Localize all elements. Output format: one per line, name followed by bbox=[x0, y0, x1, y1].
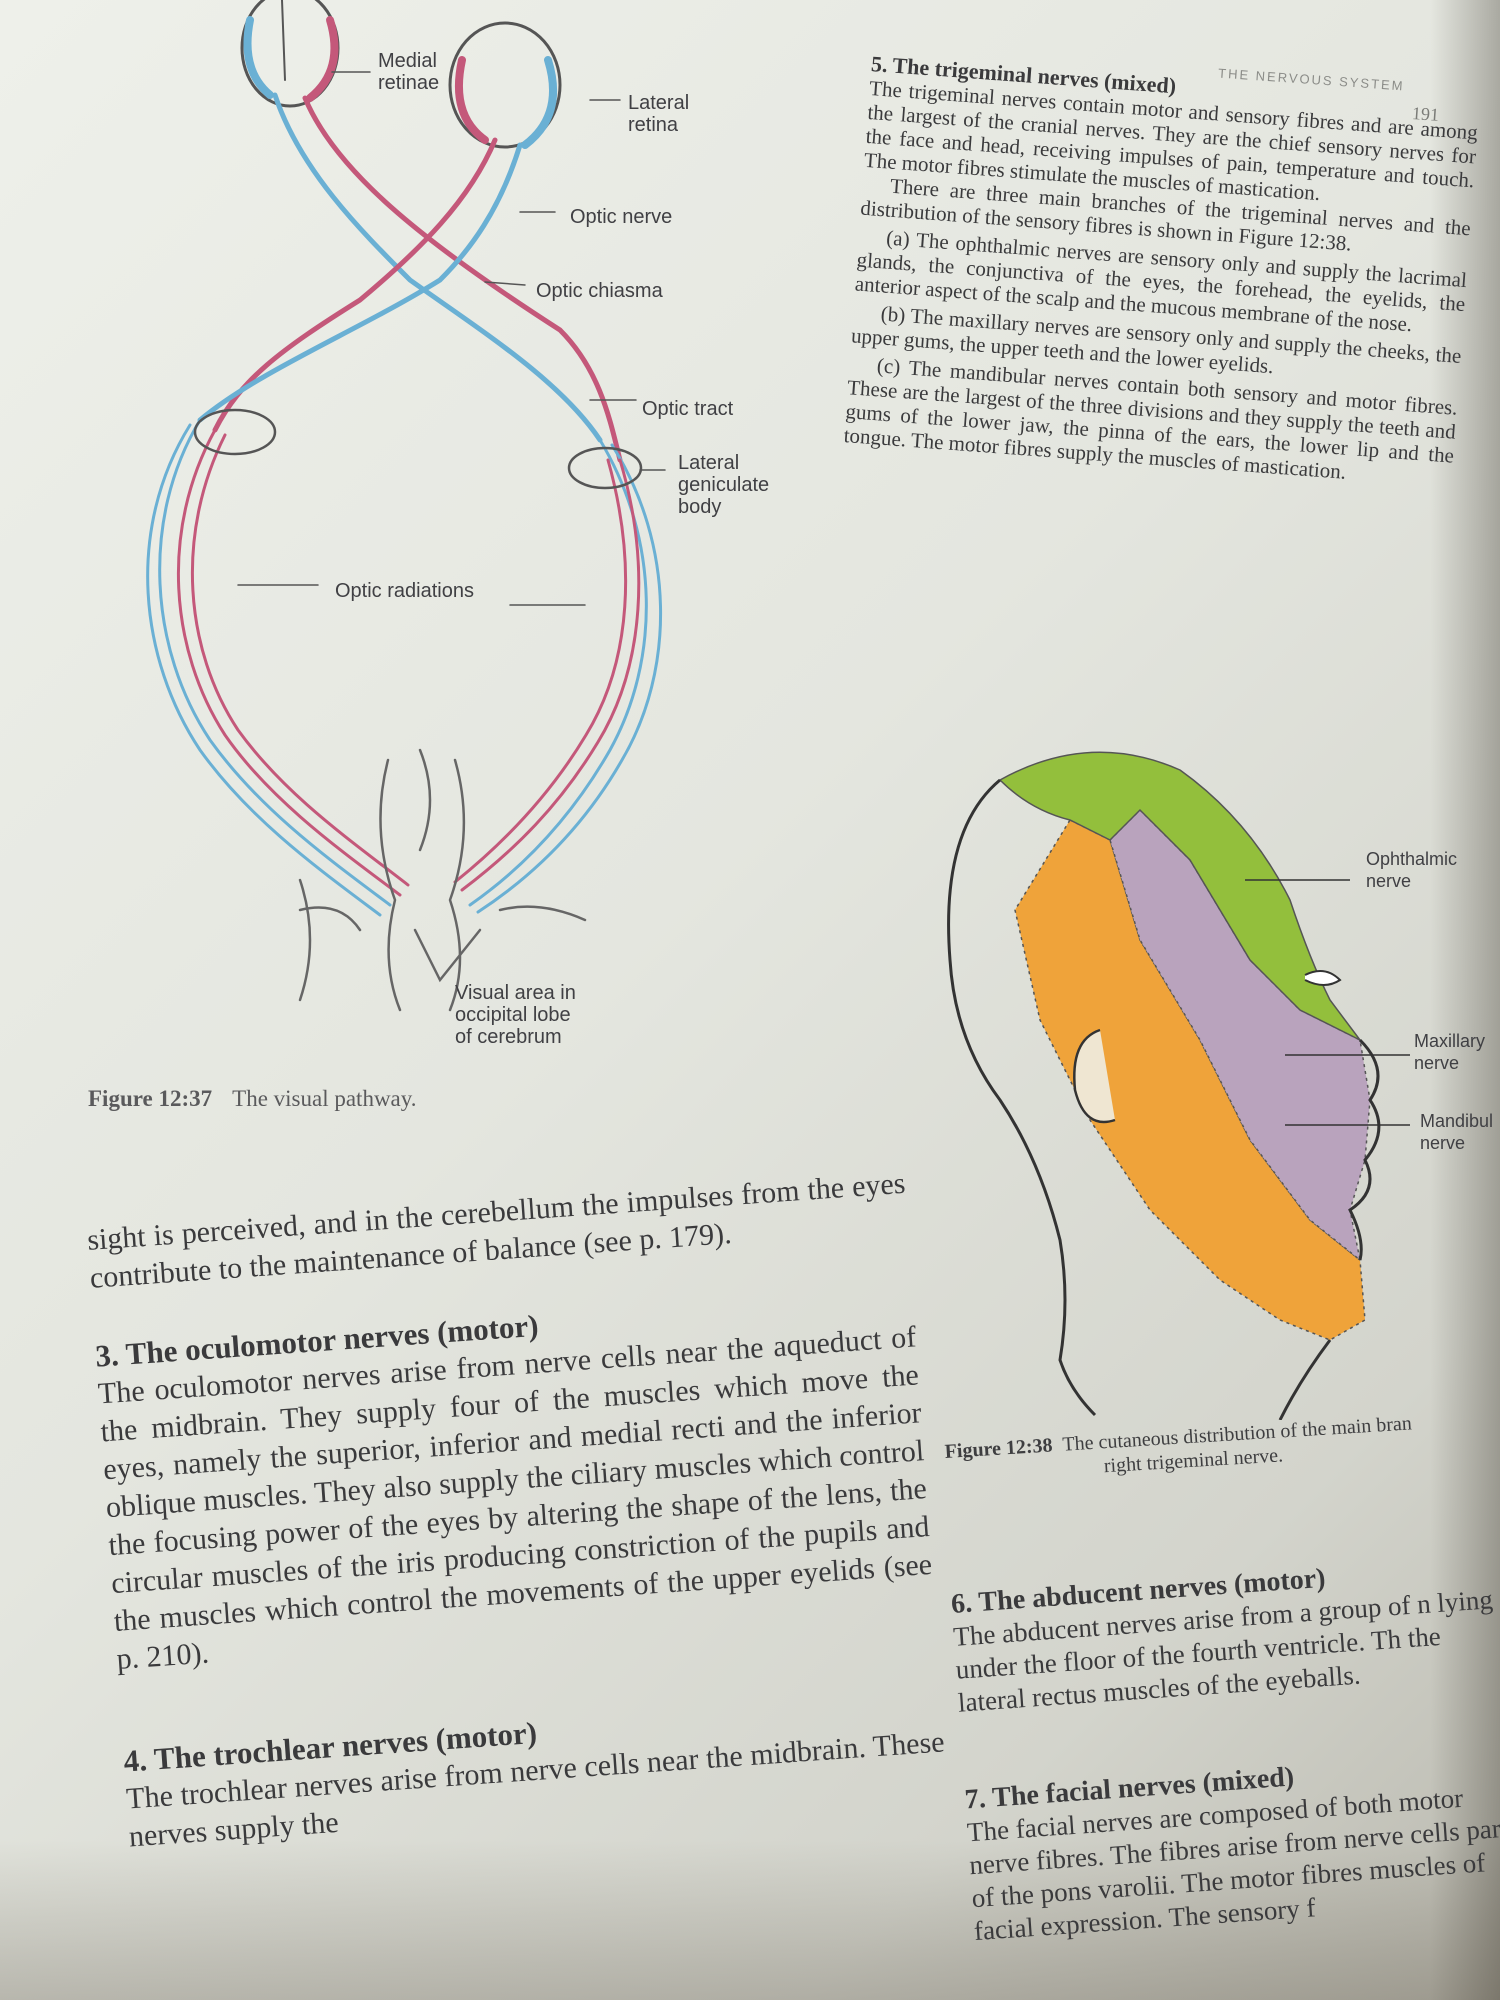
ear bbox=[1073, 1028, 1116, 1124]
ophthalmic-region bbox=[998, 751, 1361, 1041]
oculomotor-paragraph: The oculomotor nerves arise from nerve c… bbox=[96, 1320, 934, 1676]
label-optic-nerve: Optic nerve bbox=[570, 206, 673, 228]
figure-12-37-number: Figure 12:37 bbox=[88, 1086, 213, 1111]
label-optic-tract: Optic tract bbox=[642, 398, 734, 420]
label-optic-radiations: Optic radiations bbox=[335, 580, 474, 602]
label-lateral-retina: Lateral retina bbox=[628, 92, 690, 136]
label-lateral-geniculate-body: Lateral geniculate body bbox=[678, 452, 770, 518]
label-medial-retinae: Medial retinae bbox=[378, 50, 440, 94]
trigeminal-distribution-diagram bbox=[947, 751, 1410, 1420]
label-maxillary-nerve: Maxillary nerve bbox=[1414, 1031, 1486, 1073]
maxillary-region bbox=[1109, 808, 1371, 1262]
page-edge-shadow bbox=[1430, 0, 1500, 2000]
label-visual-area: Visual area in occipital lobe of cerebru… bbox=[455, 982, 576, 1048]
right-eyeball bbox=[448, 21, 562, 149]
left-column-text: sight is perceived, and in the cerebellu… bbox=[86, 1165, 948, 1857]
right-column-lower-text: 6. The abducent nerves (motor) The abduc… bbox=[950, 1549, 1500, 1948]
head-outline bbox=[947, 778, 1097, 1417]
page-bottom-shadow bbox=[0, 1840, 1500, 2000]
trigeminal-section: 5. The trigeminal nerves (mixed) The tri… bbox=[843, 51, 1480, 492]
figure-12-37-text: The visual pathway. bbox=[232, 1086, 417, 1111]
label-mandibular-nerve: Mandibul nerve bbox=[1420, 1111, 1494, 1153]
label-optic-chiasma: Optic chiasma bbox=[536, 280, 663, 302]
visual-pathway-diagram bbox=[146, 0, 666, 1012]
figure-12-37-caption: Figure 12:37 The visual pathway. bbox=[88, 1086, 417, 1112]
label-ophthalmic-nerve: Ophthalmic nerve bbox=[1366, 849, 1458, 891]
mandibular-region bbox=[1014, 819, 1366, 1341]
